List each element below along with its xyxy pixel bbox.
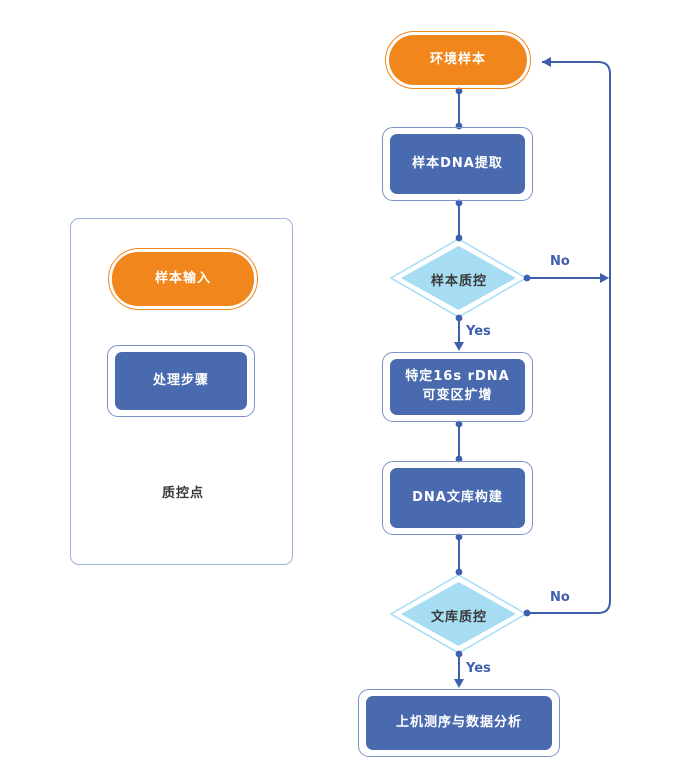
branch-label-no-1: No: [550, 254, 570, 269]
legend-process-label: 处理步骤: [115, 352, 247, 410]
node-rdna-amplification-label: 特定16s rDNA 可变区扩增: [390, 359, 525, 415]
node-dna-extraction: 样本DNA提取: [382, 127, 533, 201]
node-library-construction: DNA文库构建: [382, 461, 533, 535]
legend-item-process: 处理步骤: [107, 345, 255, 417]
sample-qc-diamond: [401, 246, 516, 310]
node-env-sample: 环境样本: [385, 31, 531, 89]
legend-item-input: 样本输入: [108, 248, 258, 310]
edges: [458, 61, 611, 686]
node-rdna-amplification: 特定16s rDNA 可变区扩增: [382, 352, 533, 422]
library-qc-diamond: [401, 582, 516, 646]
node-sequencing-analysis: 上机测序与数据分析: [358, 689, 560, 757]
legend-input-label: 样本输入: [112, 252, 254, 306]
legend-qc-label: 质控点: [161, 486, 204, 501]
node-dna-extraction-label: 样本DNA提取: [390, 134, 525, 194]
edge-endpoint-dots: [455, 87, 531, 658]
node-sample-qc-label: 样本质控: [430, 274, 487, 289]
arrow-no1-to-loop: [600, 273, 609, 283]
node-env-sample-label: 环境样本: [389, 35, 527, 85]
arrow-into-amplify: [454, 342, 464, 351]
node-library-qc-label: 文库质控: [430, 610, 487, 625]
arrow-loop-to-start: [542, 57, 551, 67]
branch-label-yes-2: Yes: [466, 661, 491, 676]
branch-label-no-2: No: [550, 590, 570, 605]
edge-qc2-no-feedback: [527, 61, 611, 614]
branch-label-yes-1: Yes: [466, 324, 491, 339]
arrowheads: [454, 57, 609, 688]
node-library-construction-label: DNA文库构建: [390, 468, 525, 528]
node-sequencing-analysis-label: 上机测序与数据分析: [366, 696, 552, 750]
arrow-into-final: [454, 679, 464, 688]
